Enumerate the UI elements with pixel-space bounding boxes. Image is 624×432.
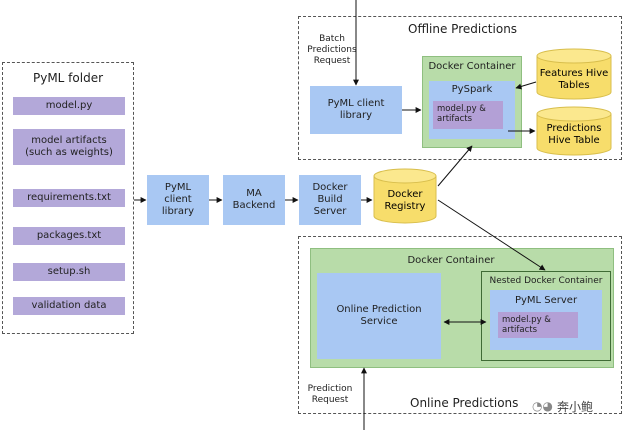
ma-backend-text: MA Backend [232, 188, 276, 211]
offline-docker-container-label: Docker Container [428, 60, 516, 72]
arrow-registry-to-offline-container [437, 145, 473, 187]
pyml-folder-title: PyML folder [32, 71, 104, 85]
online-docker-container: Docker Container Online Prediction Servi… [310, 248, 614, 368]
online-prediction-service: Online Prediction Service [317, 273, 441, 359]
nested-docker-container: Nested Docker Container PyML Server mode… [481, 271, 611, 361]
features-hive-line2: Tables [557, 80, 589, 91]
file-validation-data: validation data [13, 297, 125, 315]
file-model-artifacts: model artifacts (such as weights) [13, 129, 125, 165]
offline-docker-container: Docker Container PySpark model.py & arti… [422, 56, 522, 148]
pyspark-box: PySpark model.py & artifacts [429, 81, 515, 139]
docker-registry-line2: Registry [385, 201, 426, 212]
arrow-registry-to-nested-container [437, 199, 546, 271]
offline-pyml-client-library: PyML client library [310, 86, 402, 134]
predictions-hive-cylinder [536, 106, 612, 156]
file-model-py: model.py [13, 97, 125, 115]
ma-backend: MA Backend [223, 175, 285, 225]
online-prediction-service-text: Online Prediction Service [336, 304, 422, 327]
predictions-hive-line2: Hive Table [548, 135, 599, 146]
features-hive-line1: Features Hive [540, 68, 609, 79]
docker-build-server-text: Docker Build Server [312, 182, 348, 217]
pyml-client-library-text: PyML client library [161, 182, 195, 217]
offline-model-artifacts: model.py & artifacts [433, 101, 503, 129]
online-predictions-title: Online Predictions [410, 396, 519, 410]
wechat-icon: ◔◕ [532, 399, 553, 413]
watermark: ◔◕ 奔小鲍 [532, 394, 622, 418]
pyspark-label: PySpark [451, 84, 493, 95]
pyml-server-box: PyML Server model.py & artifacts [490, 290, 602, 350]
online-docker-container-label: Docker Container [407, 254, 495, 266]
prediction-request-text: Prediction Request [307, 384, 353, 405]
offline-pyml-client-library-text: PyML client library [327, 98, 385, 121]
file-setup: setup.sh [13, 263, 125, 281]
pyml-client-library: PyML client library [147, 175, 209, 225]
pyml-folder-panel: PyML folder model.py model artifacts (su… [2, 62, 134, 334]
online-model-artifacts-text: model.py & artifacts [502, 315, 551, 335]
predictions-hive-line1: Predictions [547, 123, 602, 134]
file-model-artifacts-text: model artifacts (such as weights) [25, 135, 113, 158]
file-packages: packages.txt [13, 227, 125, 245]
offline-predictions-title: Offline Predictions [408, 22, 518, 36]
batch-predictions-request-label: Batch Predictions Request [302, 34, 362, 70]
docker-registry-cylinder [373, 168, 437, 224]
prediction-request-label: Prediction Request [298, 384, 362, 408]
arrow-features-to-pyspark [515, 81, 537, 90]
docker-registry-line1: Docker [387, 189, 423, 200]
pyml-server-label: PyML Server [514, 295, 578, 306]
offline-model-artifacts-text: model.py & artifacts [437, 104, 486, 124]
features-hive-cylinder [536, 48, 612, 100]
online-model-artifacts: model.py & artifacts [498, 312, 578, 338]
nested-docker-container-label: Nested Docker Container [489, 276, 603, 286]
watermark-text: 奔小鲍 [556, 399, 593, 414]
docker-build-server: Docker Build Server [299, 175, 361, 225]
batch-predictions-request-text: Batch Predictions Request [307, 34, 357, 66]
file-requirements: requirements.txt [13, 189, 125, 207]
